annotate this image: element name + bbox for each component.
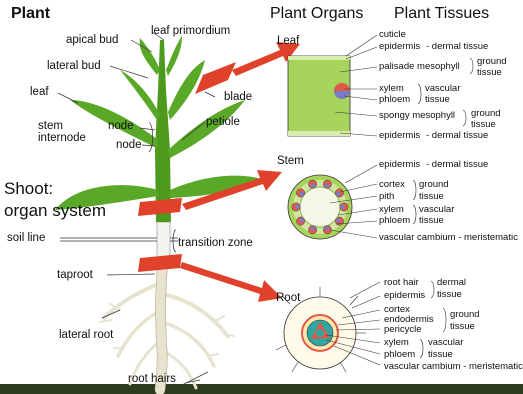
organ-root-label: Root: [276, 293, 300, 305]
node-label-upper: node: [108, 121, 134, 133]
leaf-dermal-top-label: - dermal tissue: [426, 42, 488, 52]
lateral-root-label: lateral root: [59, 330, 113, 342]
root-xylem-label: xylem: [384, 338, 409, 348]
vascular-bundle-xylem: [336, 192, 340, 196]
bottom-photo-strip: [0, 384, 523, 394]
leaf-label: leaf: [30, 87, 49, 99]
leaf-vascular-a: vascular: [425, 84, 460, 94]
vascular-bundle-xylem: [325, 226, 329, 230]
vascular-bundle-xylem: [300, 192, 304, 196]
root-hair-label: root hair: [384, 278, 419, 288]
root-ground-b: tissue: [450, 322, 475, 332]
vascular-bundle-xylem: [336, 218, 340, 222]
stem-dermal-label: - dermal tissue: [426, 160, 488, 170]
stem-xylem-label: xylem: [379, 205, 404, 215]
vascular-bundle-xylem: [340, 205, 344, 209]
blade-label: blade: [224, 92, 252, 104]
root-dermal-a: dermal: [437, 278, 466, 288]
leaf-vascular-b: tissue: [425, 95, 450, 105]
petiole-label: petiole: [206, 117, 240, 129]
leaf-epidermis-top-label: epidermis: [379, 42, 420, 52]
leaf-ground1-b: tissue: [477, 68, 502, 78]
organ-arrows: [180, 42, 300, 302]
root-ground-a: ground: [450, 310, 480, 320]
root-vascular-a: vascular: [428, 338, 463, 348]
stem-vascular-b: tissue: [419, 216, 444, 226]
stem-vascular-a: vascular: [419, 205, 454, 215]
leaf-ground2-b: tissue: [471, 120, 496, 130]
stem-cambium-label: vascular cambium - meristematic: [379, 233, 518, 243]
vascular-bundle-xylem: [300, 218, 304, 222]
stem-ground-b: tissue: [419, 192, 444, 202]
transition-zone-label: transition zone: [178, 238, 253, 250]
root-phloem-label: phloem: [384, 350, 415, 360]
root-cut-marker: [138, 254, 182, 272]
plant-organs-heading: Plant Organs: [270, 6, 363, 22]
leaf-cross-section: [288, 56, 350, 136]
taproot-label: taproot: [57, 270, 93, 282]
stem-label: stem: [38, 121, 63, 133]
internode-label: internode: [38, 133, 86, 145]
cuticle-label: cuticle: [379, 30, 406, 40]
root-cambium-label: vascular cambium - meristematic: [384, 362, 523, 372]
node-label-lower: node: [116, 140, 142, 152]
leaf-epidermis-bottom-label: epidermis: [379, 131, 420, 141]
root-hairs-label: root hairs: [128, 374, 176, 386]
leaf-ground1-a: ground: [477, 57, 507, 67]
spongy-label: spongy mesophyll: [379, 111, 455, 121]
stem-cortex-label: cortex: [379, 180, 405, 190]
leaf-ground2-a: ground: [471, 109, 501, 119]
apical-bud-label: apical bud: [66, 35, 118, 47]
lateral-bud-label: lateral bud: [47, 61, 101, 73]
organ-system-label: organ system: [4, 202, 106, 219]
vascular-bundle-xylem: [311, 183, 315, 187]
soil-line-label: soil line: [7, 233, 45, 245]
leaf-dermal-bottom-label: - dermal tissue: [426, 131, 488, 141]
stem-epidermis-label: epidermis: [379, 160, 420, 170]
plant-heading: Plant: [11, 6, 50, 22]
plant-tissues-heading: Plant Tissues: [394, 6, 489, 22]
stem-cut-marker: [138, 198, 182, 216]
organ-leaf-label: Leaf: [277, 36, 299, 48]
vascular-bundle-xylem: [325, 183, 329, 187]
root-vascular-b: tissue: [428, 350, 453, 360]
root-epidermis-label: epidermis: [384, 291, 425, 301]
vascular-bundle-xylem: [295, 205, 299, 209]
shoot-label: Shoot:: [4, 180, 53, 197]
root-pericycle-label: pericycle: [384, 325, 422, 335]
stem-phloem-label: phloem: [379, 216, 410, 226]
leaf-xylem-label: xylem: [379, 84, 404, 94]
leaf-primordium-label: leaf primordium: [151, 26, 230, 38]
palisade-label: palisade mesophyll: [379, 62, 460, 72]
stem-ground-a: ground: [419, 180, 449, 190]
root-dermal-b: tissue: [437, 290, 462, 300]
leaf-phloem-label: phloem: [379, 95, 410, 105]
organ-stem-label: Stem: [277, 156, 304, 168]
stem-pith-label: pith: [379, 192, 394, 202]
vascular-bundle-xylem: [311, 226, 315, 230]
